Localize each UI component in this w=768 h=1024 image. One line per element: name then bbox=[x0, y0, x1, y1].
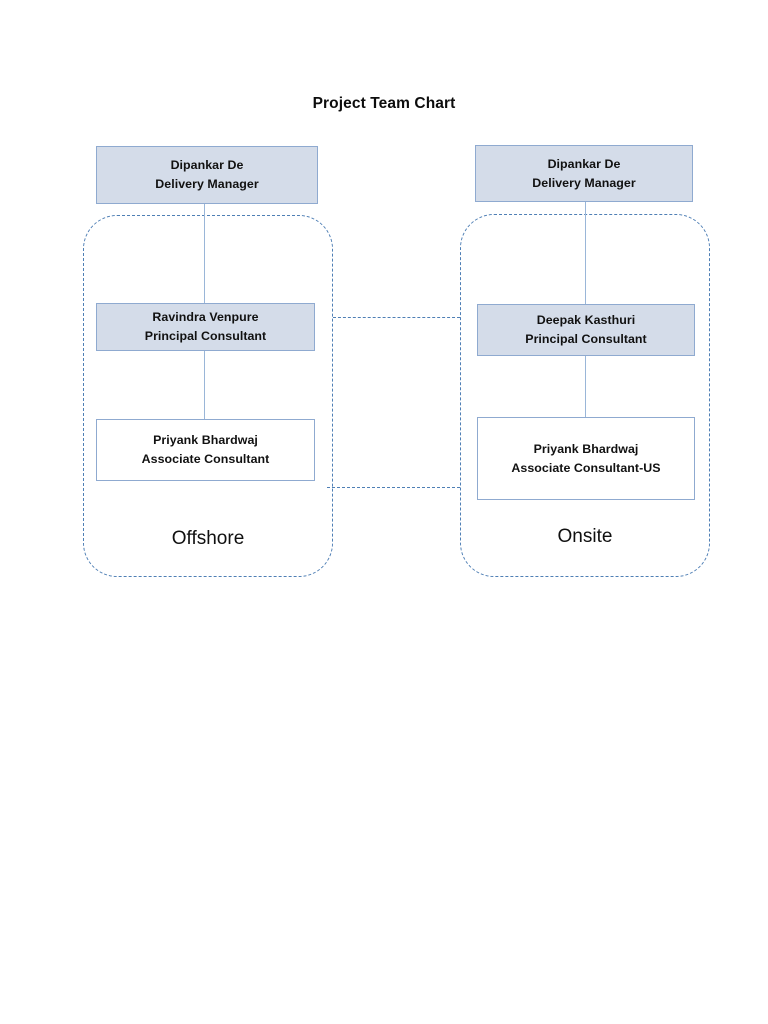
group-label-offshore: Offshore bbox=[171, 528, 245, 549]
connector-principal-consultants-link bbox=[333, 317, 460, 318]
node-person-name: Priyank Bhardwaj bbox=[533, 441, 639, 456]
node-person-name: Dipankar De bbox=[547, 156, 621, 171]
page-title: Project Team Chart bbox=[312, 95, 456, 112]
node-person-name: Dipankar De bbox=[170, 158, 244, 173]
node-person-role: Delivery Manager bbox=[155, 177, 259, 191]
node-person-role: Delivery Manager bbox=[532, 175, 636, 190]
connector-offshore-pc-to-ac bbox=[204, 350, 206, 420]
node-person-name: Deepak Kasthuri bbox=[536, 313, 636, 328]
node-onsite-principal-consultant[interactable]: Deepak Kasthuri Principal Consultant bbox=[477, 304, 695, 356]
connector-onsite-dm-to-pc bbox=[585, 201, 587, 305]
node-offshore-delivery-manager[interactable]: Dipankar De Delivery Manager bbox=[96, 146, 318, 204]
connector-associate-consultants-link bbox=[327, 487, 460, 488]
node-person-role: Associate Consultant-US bbox=[511, 460, 661, 475]
node-offshore-principal-consultant[interactable]: Ravindra Venpure Principal Consultant bbox=[96, 303, 315, 351]
node-person-role: Principal Consultant bbox=[144, 329, 267, 343]
node-person-role: Associate Consultant bbox=[141, 452, 270, 466]
node-person-role: Principal Consultant bbox=[525, 332, 647, 346]
node-person-name: Ravindra Venpure bbox=[152, 310, 259, 325]
node-person-name: Priyank Bhardwaj bbox=[153, 433, 258, 448]
group-label-onsite: Onsite bbox=[557, 526, 613, 547]
node-onsite-associate-consultant[interactable]: Priyank Bhardwaj Associate Consultant-US bbox=[477, 417, 695, 500]
group-container-offshore bbox=[83, 215, 333, 577]
connector-offshore-dm-to-pc bbox=[204, 203, 206, 305]
connector-onsite-pc-to-ac bbox=[585, 354, 587, 418]
node-offshore-associate-consultant[interactable]: Priyank Bhardwaj Associate Consultant bbox=[96, 419, 315, 481]
node-onsite-delivery-manager[interactable]: Dipankar De Delivery Manager bbox=[475, 145, 693, 202]
